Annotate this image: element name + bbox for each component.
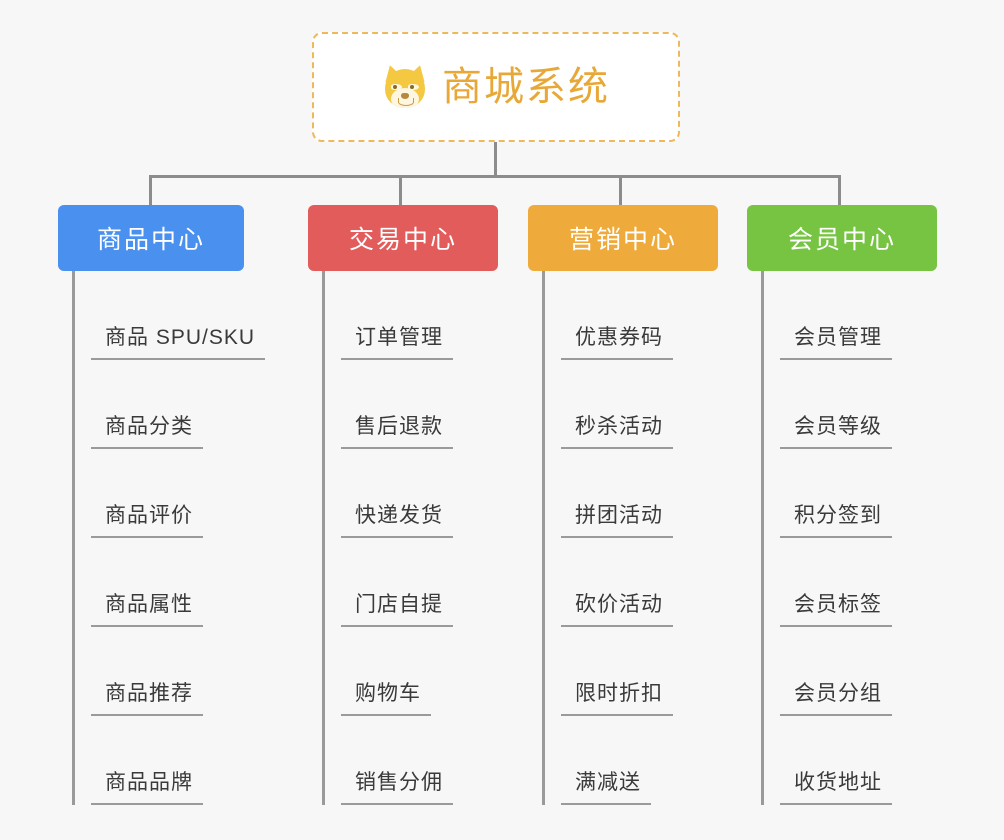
list-item[interactable]: 优惠券码 — [561, 271, 766, 360]
leaf-label: 购物车 — [341, 677, 431, 716]
leaf-label: 商品品牌 — [91, 766, 203, 805]
category-header-marketing-center[interactable]: 营销中心 — [528, 205, 718, 271]
list-item[interactable]: 拼团活动 — [561, 449, 766, 538]
leaf-list-marketing-center: 优惠券码 秒杀活动 拼团活动 砍价活动 限时折扣 满减送 — [542, 271, 766, 805]
list-item[interactable]: 购物车 — [341, 627, 546, 716]
leaf-label: 收货地址 — [780, 766, 892, 805]
leaf-label: 限时折扣 — [561, 677, 673, 716]
list-item[interactable]: 商品 SPU/SKU — [91, 271, 296, 360]
list-item[interactable]: 收货地址 — [780, 716, 985, 805]
leaf-list-trade-center: 订单管理 售后退款 快递发货 门店自提 购物车 销售分佣 — [322, 271, 546, 805]
leaf-label: 售后退款 — [341, 410, 453, 449]
leaf-label: 会员等级 — [780, 410, 892, 449]
list-item[interactable]: 商品品牌 — [91, 716, 296, 805]
list-item[interactable]: 会员分组 — [780, 627, 985, 716]
connector-drop-col-2 — [399, 175, 402, 207]
list-item[interactable]: 积分签到 — [780, 449, 985, 538]
leaf-label: 订单管理 — [341, 321, 453, 360]
leaf-label: 秒杀活动 — [561, 410, 673, 449]
leaf-label: 会员管理 — [780, 321, 892, 360]
leaf-list-product-center: 商品 SPU/SKU 商品分类 商品评价 商品属性 商品推荐 商品品牌 — [72, 271, 296, 805]
list-item[interactable]: 砍价活动 — [561, 538, 766, 627]
leaf-label: 会员分组 — [780, 677, 892, 716]
list-item[interactable]: 会员标签 — [780, 538, 985, 627]
root-node-shop-system[interactable]: 商城系统 — [312, 32, 680, 142]
list-item[interactable]: 门店自提 — [341, 538, 546, 627]
leaf-label: 销售分佣 — [341, 766, 453, 805]
leaf-label: 会员标签 — [780, 588, 892, 627]
list-item[interactable]: 商品分类 — [91, 360, 296, 449]
list-item[interactable]: 会员管理 — [780, 271, 985, 360]
branch-column-marketing-center: 营销中心 优惠券码 秒杀活动 拼团活动 砍价活动 限时折扣 满减送 — [528, 205, 766, 805]
category-header-product-center[interactable]: 商品中心 — [58, 205, 244, 271]
leaf-label: 砍价活动 — [561, 588, 673, 627]
leaf-label: 商品推荐 — [91, 677, 203, 716]
leaf-list-member-center: 会员管理 会员等级 积分签到 会员标签 会员分组 收货地址 — [761, 271, 985, 805]
leaf-label: 优惠券码 — [561, 321, 673, 360]
category-header-label: 交易中心 — [348, 226, 457, 254]
list-item[interactable]: 会员等级 — [780, 360, 985, 449]
connector-drop-col-4 — [838, 175, 841, 207]
leaf-label: 商品分类 — [91, 410, 203, 449]
list-item[interactable]: 销售分佣 — [341, 716, 546, 805]
leaf-label: 满减送 — [561, 766, 651, 805]
leaf-label: 快递发货 — [341, 499, 453, 538]
leaf-label: 商品属性 — [91, 588, 203, 627]
list-item[interactable]: 商品推荐 — [91, 627, 296, 716]
category-header-label: 会员中心 — [787, 226, 896, 254]
list-item[interactable]: 快递发货 — [341, 449, 546, 538]
connector-bus — [149, 175, 841, 178]
leaf-label: 商品 SPU/SKU — [91, 321, 266, 360]
leaf-label: 门店自提 — [341, 588, 453, 627]
branch-column-product-center: 商品中心 商品 SPU/SKU 商品分类 商品评价 商品属性 商品推荐 商品品牌 — [58, 205, 296, 805]
list-item[interactable]: 售后退款 — [341, 360, 546, 449]
connector-drop-col-3 — [619, 175, 622, 207]
page-title: 商城系统 — [442, 65, 610, 109]
list-item[interactable]: 满减送 — [561, 716, 766, 805]
category-header-member-center[interactable]: 会员中心 — [747, 205, 937, 271]
list-item[interactable]: 商品评价 — [91, 449, 296, 538]
category-header-label: 营销中心 — [568, 226, 677, 254]
branch-column-member-center: 会员中心 会员管理 会员等级 积分签到 会员标签 会员分组 收货地址 — [747, 205, 985, 805]
leaf-label: 拼团活动 — [561, 499, 673, 538]
leaf-label: 积分签到 — [780, 499, 892, 538]
list-item[interactable]: 商品属性 — [91, 538, 296, 627]
list-item[interactable]: 订单管理 — [341, 271, 546, 360]
list-item[interactable]: 秒杀活动 — [561, 360, 766, 449]
connector-root-stem — [494, 142, 497, 178]
branch-column-trade-center: 交易中心 订单管理 售后退款 快递发货 门店自提 购物车 销售分佣 — [308, 205, 546, 805]
leaf-label: 商品评价 — [91, 499, 203, 538]
list-item[interactable]: 限时折扣 — [561, 627, 766, 716]
shiba-dog-face-icon — [381, 62, 429, 110]
category-header-label: 商品中心 — [96, 226, 205, 254]
connector-drop-col-1 — [149, 175, 152, 207]
category-header-trade-center[interactable]: 交易中心 — [308, 205, 498, 271]
